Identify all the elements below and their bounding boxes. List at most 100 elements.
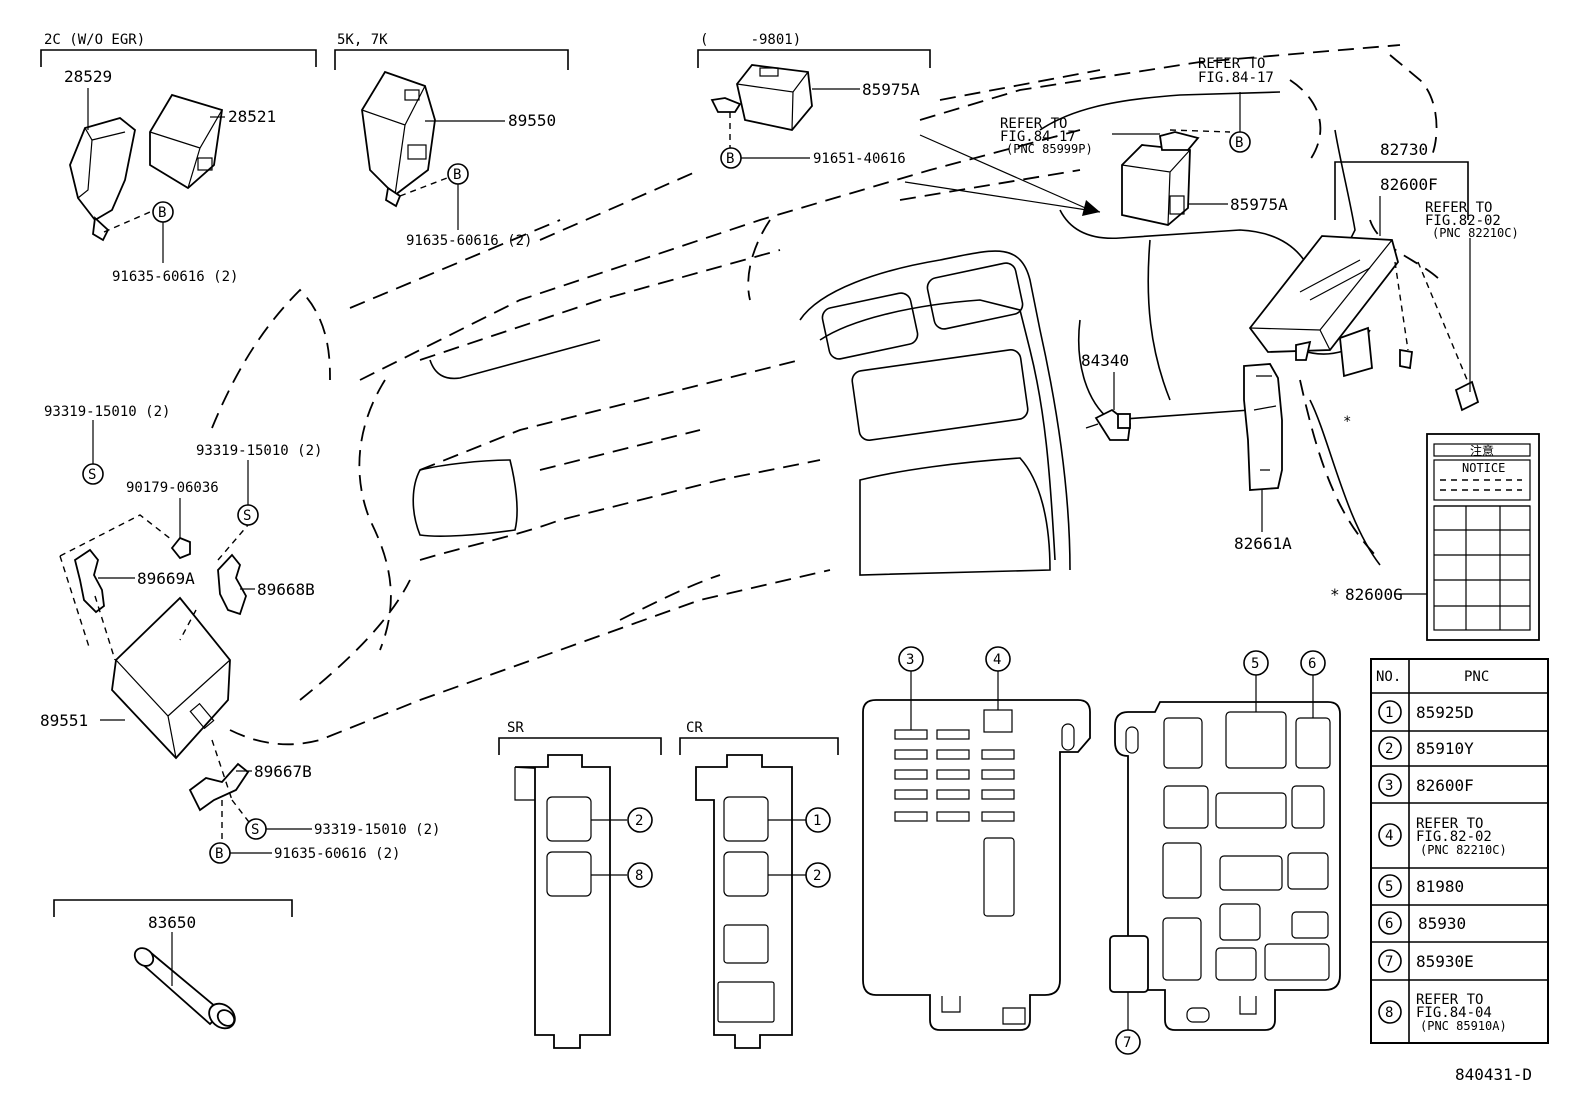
callout-3 [898, 646, 924, 672]
fuse-puller-83650 [133, 947, 236, 1030]
fuse-block-left [862, 671, 1091, 1031]
part-label-93319-a: 93319-15010 (2) [44, 404, 170, 420]
part-label-28521: 28521 [228, 107, 276, 126]
pnc-row-4-l1: REFER TO [1416, 816, 1483, 832]
group-label-9801: ( -9801) [700, 32, 801, 48]
fastener-lines [59, 514, 253, 840]
pnc-row-8-l2: FIG.84-04 [1416, 1005, 1492, 1021]
pnc-row-1: 85925D [1416, 703, 1474, 722]
svg-text:2: 2 [1385, 741, 1393, 757]
refer-fig-84-17-l3: (PNC 85999P) [1006, 142, 1093, 156]
pnc-row-4-l3: (PNC 82210C) [1420, 843, 1507, 857]
part-label-82730: 82730 [1380, 140, 1428, 159]
callout-2 [805, 862, 831, 888]
part-label-84340: 84340 [1081, 351, 1129, 370]
part-label-89667b: 89667B [254, 762, 312, 781]
part-label-91635-b: 91635-60616 (2) [406, 233, 532, 249]
svg-text:6: 6 [1308, 656, 1316, 672]
figure-id: 840431-D [1455, 1065, 1532, 1084]
part-label-89550: 89550 [508, 111, 556, 130]
svg-text:4: 4 [993, 652, 1001, 668]
bracket-89667b [188, 762, 250, 812]
svg-text:3: 3 [906, 652, 914, 668]
junction-block-82730 [1248, 235, 1480, 412]
group-label-cr: CR [686, 720, 703, 736]
fuse-label-82600f [1339, 326, 1373, 378]
svg-text:7: 7 [1385, 954, 1393, 970]
callout-5 [1243, 650, 1269, 676]
part-label-89668b: 89668B [257, 580, 315, 599]
relay-block-cr [695, 754, 806, 1049]
svg-text:3: 3 [1385, 778, 1393, 794]
refer-fig-82-02-l1: REFER TO [1425, 200, 1492, 216]
svg-text:B: B [1235, 135, 1243, 151]
pnc-table: NO. PNC 1 85925D 2 85910Y 3 82600F 4 REF… [1370, 658, 1549, 1044]
svg-text:5: 5 [1385, 879, 1393, 895]
fuse-block-right [1109, 671, 1341, 1031]
part-label-91635-a: 91635-60616 (2) [112, 269, 238, 285]
part-label-93319-c: 93319-15010 (2) [314, 822, 440, 838]
notice-label-82600g: 注意 NOTICE [1426, 433, 1540, 641]
refer-fig-84-17-l1: REFER TO [1000, 116, 1067, 132]
star-mark: * [1343, 414, 1351, 430]
group-label-5k7k: 5K, 7K [337, 32, 388, 48]
relay-block-sr [514, 754, 627, 1049]
part-label-82600g: 82600G [1345, 585, 1403, 604]
group-label-sr: SR [507, 720, 524, 736]
svg-text:1: 1 [1385, 705, 1393, 721]
refer-fig-84-17b-l2: FIG.84-17 [1198, 70, 1274, 86]
refer-fig-84-17b-l1: REFER TO [1198, 56, 1265, 72]
part-label-82600g-star: * [1330, 585, 1340, 604]
svg-text:B: B [726, 151, 734, 167]
group-brackets [40, 49, 1469, 917]
part-label-28529: 28529 [64, 67, 112, 86]
svg-text:S: S [88, 467, 96, 483]
callout-6 [1300, 650, 1326, 676]
part-label-85975a-mid: 85975A [1230, 195, 1288, 214]
switch-84340 [1085, 408, 1131, 441]
svg-text:8: 8 [635, 868, 643, 884]
leader-lines [87, 88, 1471, 986]
part-label-82600f: 82600F [1380, 175, 1438, 194]
part-label-89669a: 89669A [137, 569, 195, 588]
refer-fig-82-02-l3: (PNC 82210C) [1432, 226, 1519, 240]
pnc-row-2: 85910Y [1416, 739, 1474, 758]
nut-90179 [170, 536, 191, 560]
callouts: 2 8 1 2 3 4 5 6 7 [627, 646, 1326, 1055]
part-label-90179: 90179-06036 [126, 480, 219, 496]
pnc-row-7: 85930E [1416, 952, 1474, 971]
pnc-row-5: 81980 [1416, 877, 1464, 896]
pnc-row-8-l3: (PNC 85910A) [1420, 1019, 1507, 1033]
dashboard-outline [211, 44, 1441, 746]
part-label-83650: 83650 [148, 913, 196, 932]
bracket-89668b [217, 553, 247, 616]
pnc-header-pnc: PNC [1464, 669, 1489, 685]
part-label-89551: 89551 [40, 711, 88, 730]
pnc-header-no: NO. [1376, 669, 1401, 685]
group-label-2c: 2C (W/O EGR) [44, 32, 145, 48]
svg-text:8: 8 [1385, 1005, 1393, 1021]
svg-text:5: 5 [1251, 656, 1259, 672]
arrow-head [1082, 200, 1100, 216]
svg-text:B: B [158, 205, 166, 221]
svg-text:2: 2 [635, 813, 643, 829]
part-label-91651: 91651-40616 [813, 151, 906, 167]
relay-85975a-mid [1121, 129, 1231, 226]
bracket-82661a [1243, 363, 1283, 491]
callout-1 [805, 807, 831, 833]
svg-text:1: 1 [813, 813, 821, 829]
part-label-85975a-top: 85975A [862, 80, 920, 99]
refer-fig-84-17-l2: FIG.84-17 [1000, 129, 1076, 145]
ecu-box-28521 [149, 93, 224, 190]
callout-8 [627, 862, 653, 888]
svg-text:B: B [453, 167, 461, 183]
relay-85975a-top [710, 64, 813, 148]
callout-7 [1115, 1029, 1141, 1055]
svg-text:S: S [251, 822, 259, 838]
svg-text:4: 4 [1385, 828, 1393, 844]
notice-title: 注意 [1470, 443, 1494, 458]
bracket-89669a [73, 548, 105, 614]
pnc-row-6: 85930 [1418, 914, 1466, 933]
svg-text:7: 7 [1123, 1035, 1131, 1051]
